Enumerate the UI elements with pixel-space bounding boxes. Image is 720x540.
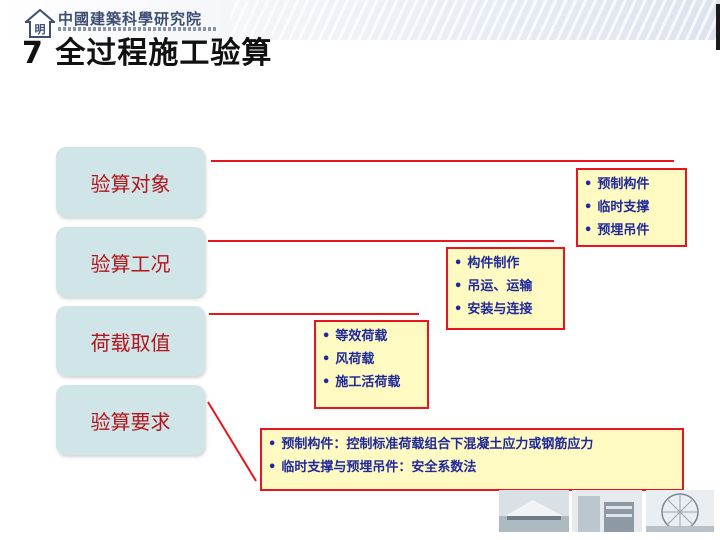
- edge-bar: [716, 4, 720, 50]
- category-load: 荷载取值: [56, 306, 205, 376]
- org-subtitle-line: [58, 27, 218, 31]
- detail-object-item: 预埋吊件: [584, 219, 679, 242]
- category-load-label: 荷载取值: [90, 330, 171, 355]
- header-stripe: [230, 0, 720, 40]
- detail-condition-item: 吊运、运输: [454, 275, 557, 298]
- detail-requirement-item: 临时支撑与预埋吊件：安全系数法: [268, 456, 676, 479]
- category-condition-label: 验算工况: [90, 251, 171, 276]
- academy-logo: 明: [25, 9, 55, 38]
- category-object-label: 验算对象: [90, 171, 171, 196]
- detail-requirement-box: 预制构件：控制标准荷载组合下混凝土应力或钢筋应力 临时支撑与预埋吊件：安全系数法: [260, 428, 684, 491]
- category-condition: 验算工况: [56, 227, 205, 297]
- org-name: 中國建築科學研究院: [58, 10, 203, 28]
- detail-object-item: 预制构件: [584, 173, 679, 196]
- category-object: 验算对象: [56, 147, 205, 217]
- detail-condition-item: 安装与连接: [454, 298, 557, 321]
- detail-load-item: 施工活荷载: [322, 371, 421, 394]
- detail-object-item: 临时支撑: [584, 196, 679, 219]
- category-requirement-label: 验算要求: [90, 409, 171, 434]
- detail-requirement-item: 预制构件：控制标准荷载组合下混凝土应力或钢筋应力: [268, 433, 676, 456]
- detail-load-item: 等效荷载: [322, 325, 421, 348]
- academy-logo-text: 明: [35, 23, 46, 36]
- photo-building: [499, 490, 569, 532]
- photo-ferris-wheel: [646, 490, 714, 532]
- detail-condition-box: 构件制作 吊运、运输 安装与连接: [446, 247, 565, 330]
- connector-requirement: [207, 401, 257, 482]
- detail-load-item: 风荷载: [322, 348, 421, 371]
- detail-object-box: 预制构件 临时支撑 预埋吊件: [576, 168, 687, 247]
- category-requirement: 验算要求: [56, 385, 205, 455]
- photo-facade: [572, 490, 642, 532]
- detail-load-box: 等效荷载 风荷载 施工活荷载: [314, 320, 429, 409]
- detail-condition-item: 构件制作: [454, 252, 557, 275]
- page-title: 7 全过程施工验算: [22, 36, 273, 71]
